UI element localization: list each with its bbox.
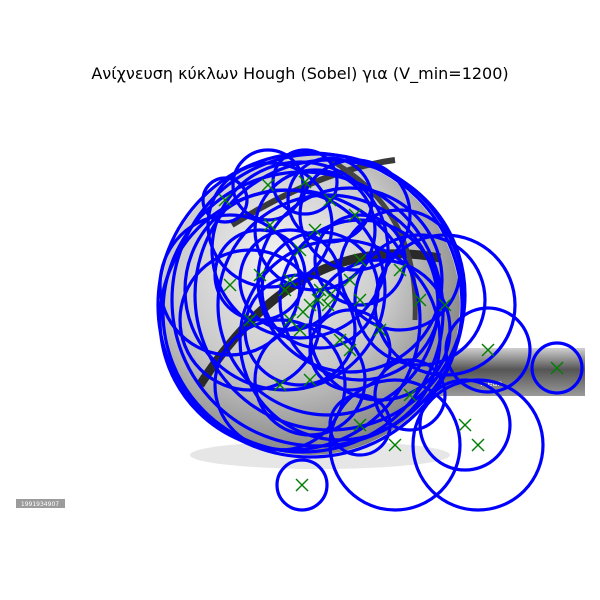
stock-id-text: 1991934907 [21, 501, 59, 508]
center-marker [323, 193, 337, 207]
center-marker [278, 283, 292, 297]
detected-circle [158, 213, 302, 357]
detected-circle [286, 156, 374, 244]
banner-text: ...ean [480, 379, 503, 388]
detected-circle [411, 378, 545, 512]
detected-circle [213, 318, 347, 452]
center-marker [283, 273, 297, 287]
center-marker [550, 361, 564, 375]
center-marker [223, 278, 237, 292]
detected-circle [201, 176, 249, 224]
center-marker [273, 378, 287, 392]
center-marker [263, 218, 277, 232]
center-marker [261, 178, 275, 192]
center-marker [253, 268, 267, 282]
center-marker [353, 418, 367, 432]
detected-circle [353, 233, 487, 367]
center-marker [293, 323, 307, 337]
detected-circle [275, 458, 329, 512]
stock-id-badge [16, 499, 65, 508]
detected-circle [231, 148, 305, 222]
center-marker [343, 343, 357, 357]
center-marker [343, 273, 357, 287]
detected-circle [373, 233, 517, 377]
center-marker [481, 343, 495, 357]
center-marker [243, 313, 257, 327]
detected-circles [156, 148, 584, 512]
detected-circle [373, 358, 447, 432]
center-marker [295, 478, 309, 492]
center-marker [388, 438, 402, 452]
detected-circle [256, 186, 444, 374]
detected-circle [313, 213, 407, 307]
center-marker [471, 438, 485, 452]
figure-title: Ανίχνευση κύκλων Hough (Sobel) για (V_mi… [91, 64, 508, 84]
center-marker [353, 253, 367, 267]
center-marker [348, 208, 362, 222]
center-marker [313, 283, 327, 297]
detected-circle [253, 323, 367, 437]
center-marker [296, 305, 310, 319]
center-marker [293, 243, 307, 257]
detected-circle [271, 148, 339, 216]
center-marker [308, 223, 322, 237]
center-marker [353, 293, 367, 307]
center-marker [393, 263, 407, 277]
circle-centers [218, 175, 564, 492]
center-marker [373, 323, 387, 337]
center-marker [403, 388, 417, 402]
detected-circle [530, 341, 584, 395]
center-marker [458, 418, 472, 432]
detected-circle [444, 306, 532, 394]
detected-circle [328, 378, 462, 512]
center-marker [298, 175, 312, 189]
center-marker [413, 293, 427, 307]
center-marker [303, 373, 317, 387]
center-marker [218, 193, 232, 207]
center-marker [438, 298, 452, 312]
center-marker [321, 298, 335, 312]
